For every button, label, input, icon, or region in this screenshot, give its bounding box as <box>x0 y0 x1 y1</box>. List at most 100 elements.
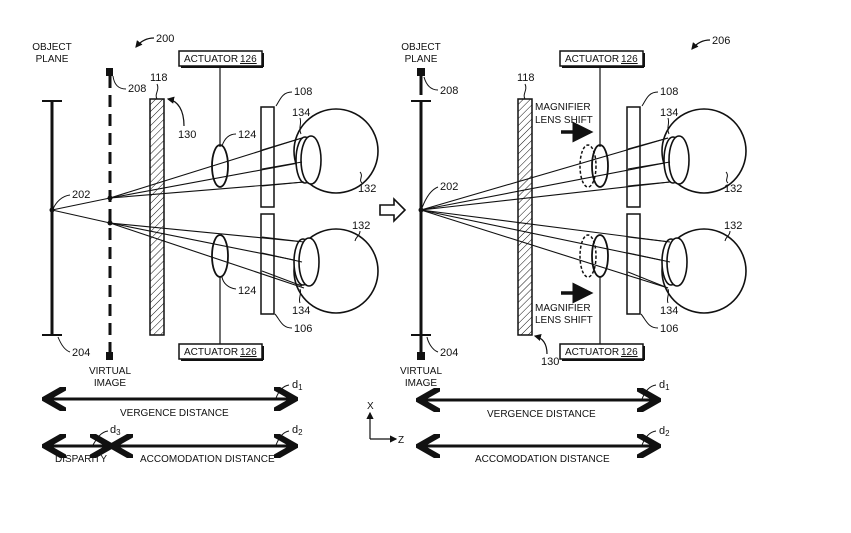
lens-previous-top <box>579 144 597 188</box>
leader-134-bottom <box>298 288 302 304</box>
rays-top-front <box>261 137 305 287</box>
leader-202 <box>421 186 439 209</box>
ref-130: 130 <box>178 129 196 141</box>
object-plane-label-1: OBJECT <box>32 42 71 53</box>
ref-124-top: 124 <box>238 129 256 141</box>
d1-symbol: d1 <box>659 379 670 392</box>
virtual-image-plane <box>106 68 113 360</box>
ref-204: 204 <box>72 347 90 359</box>
ref-108: 108 <box>294 86 312 98</box>
leader-204 <box>57 336 71 353</box>
lens-shifted-top <box>591 144 609 188</box>
ref-124-bottom: 124 <box>238 285 256 297</box>
ref-134-bottom: 134 <box>292 305 310 317</box>
magnifier-top-label-2: LENS SHIFT <box>535 115 593 126</box>
axis-z-label: Z <box>398 435 404 446</box>
virtual-image-label-2: IMAGE <box>405 378 438 389</box>
actuator-top: ACTUATOR 126 <box>178 50 264 147</box>
svg-text:ACTUATOR: ACTUATOR <box>184 54 238 65</box>
leader-132-top <box>725 171 729 184</box>
ref-118: 118 <box>517 72 535 84</box>
magnifier-bottom-label-2: LENS SHIFT <box>535 315 593 326</box>
object-plane-label-1: OBJECT <box>401 42 440 53</box>
eyepiece-106 <box>260 213 275 315</box>
figure-ref-200: 200 <box>156 33 174 45</box>
svg-text:126: 126 <box>240 54 257 65</box>
display-118 <box>149 98 165 336</box>
leader-132-bottom <box>354 230 361 242</box>
d2-symbol: d2 <box>292 424 303 437</box>
accommodation-distance-label: ACCOMODATION DISTANCE <box>140 454 275 465</box>
leader-106 <box>274 313 293 329</box>
svg-text:ACTUATOR: ACTUATOR <box>565 54 619 65</box>
lens-previous-bottom <box>579 234 597 278</box>
leader-130 <box>166 96 185 127</box>
vergence-distance-label: VERGENCE DISTANCE <box>487 409 596 420</box>
leader-134-top <box>667 117 670 135</box>
display-118 <box>517 98 533 336</box>
actuator-top: ACTUATOR 126 <box>559 50 645 147</box>
eyepiece-108 <box>260 106 275 208</box>
ref-208: 208 <box>440 85 458 97</box>
actuator-bottom: ACTUATOR 126 <box>178 276 264 361</box>
eye-bottom <box>661 228 747 314</box>
ref-132-bottom: 132 <box>352 220 370 232</box>
eyepiece-108 <box>626 106 641 208</box>
virtual-image-label-1: VIRTUAL <box>89 366 131 377</box>
ref-134-top: 134 <box>660 107 678 119</box>
magnifier-bottom-label-1: MAGNIFIER <box>535 303 591 314</box>
actuator-bottom: ACTUATOR 126 <box>559 276 645 361</box>
magnifier-top-label-1: MAGNIFIER <box>535 102 591 113</box>
object-plane <box>411 68 431 360</box>
virtual-image-label-2: IMAGE <box>94 378 127 389</box>
disparity-label: DISPARITY <box>55 454 107 465</box>
axis-x-label: X <box>367 401 374 412</box>
ref-106: 106 <box>294 323 312 335</box>
d1-symbol: d1 <box>292 379 303 392</box>
eye-top <box>293 108 379 194</box>
ref-132-bottom: 132 <box>724 220 742 232</box>
object-plane <box>42 100 62 336</box>
leader-108 <box>275 91 293 107</box>
leader-130 <box>533 333 548 355</box>
ref-134-top: 134 <box>292 107 310 119</box>
d2-symbol: d2 <box>659 425 670 438</box>
leader-208 <box>423 76 439 91</box>
lens-shifted-bottom <box>591 234 609 278</box>
leader-124-top <box>221 133 237 147</box>
figure-ref-arrow <box>135 37 155 48</box>
object-plane-label-2: PLANE <box>405 54 438 65</box>
leader-106 <box>640 313 659 329</box>
svg-text:126: 126 <box>621 347 638 358</box>
object-plane-label-2: PLANE <box>36 54 69 65</box>
svg-text:ACTUATOR: ACTUATOR <box>565 347 619 358</box>
ref-106: 106 <box>660 323 678 335</box>
ref-202: 202 <box>72 189 90 201</box>
lens-124-top <box>211 144 229 188</box>
ref-132-top: 132 <box>724 183 742 195</box>
leader-134-bottom <box>666 288 670 304</box>
ref-108: 108 <box>660 86 678 98</box>
leader-124-bottom <box>221 276 237 290</box>
svg-text:126: 126 <box>240 347 257 358</box>
leader-132-bottom <box>724 230 731 242</box>
lens-124-bottom <box>211 234 229 278</box>
accommodation-distance-label: ACCOMODATION DISTANCE <box>475 454 610 465</box>
leader-208 <box>112 75 127 90</box>
d3-symbol: d3 <box>110 424 121 437</box>
virtual-image-label-1: VIRTUAL <box>400 366 442 377</box>
ref-134-bottom: 134 <box>660 305 678 317</box>
eye-top <box>661 108 747 194</box>
axis-indicator: X Z <box>366 401 404 446</box>
ref-130: 130 <box>541 356 559 368</box>
leader-202 <box>52 194 71 210</box>
leader-118 <box>155 83 159 100</box>
svg-text:ACTUATOR: ACTUATOR <box>184 347 238 358</box>
eye-bottom <box>293 228 379 314</box>
ref-204: 204 <box>440 347 458 359</box>
leader-132-top <box>359 171 363 184</box>
figure-200: 200 OBJECT PLANE 202 204 208 VIRTUAL IMA… <box>32 33 379 465</box>
figure-ref-206: 206 <box>712 35 730 47</box>
vergence-distance-label: VERGENCE DISTANCE <box>120 408 229 419</box>
